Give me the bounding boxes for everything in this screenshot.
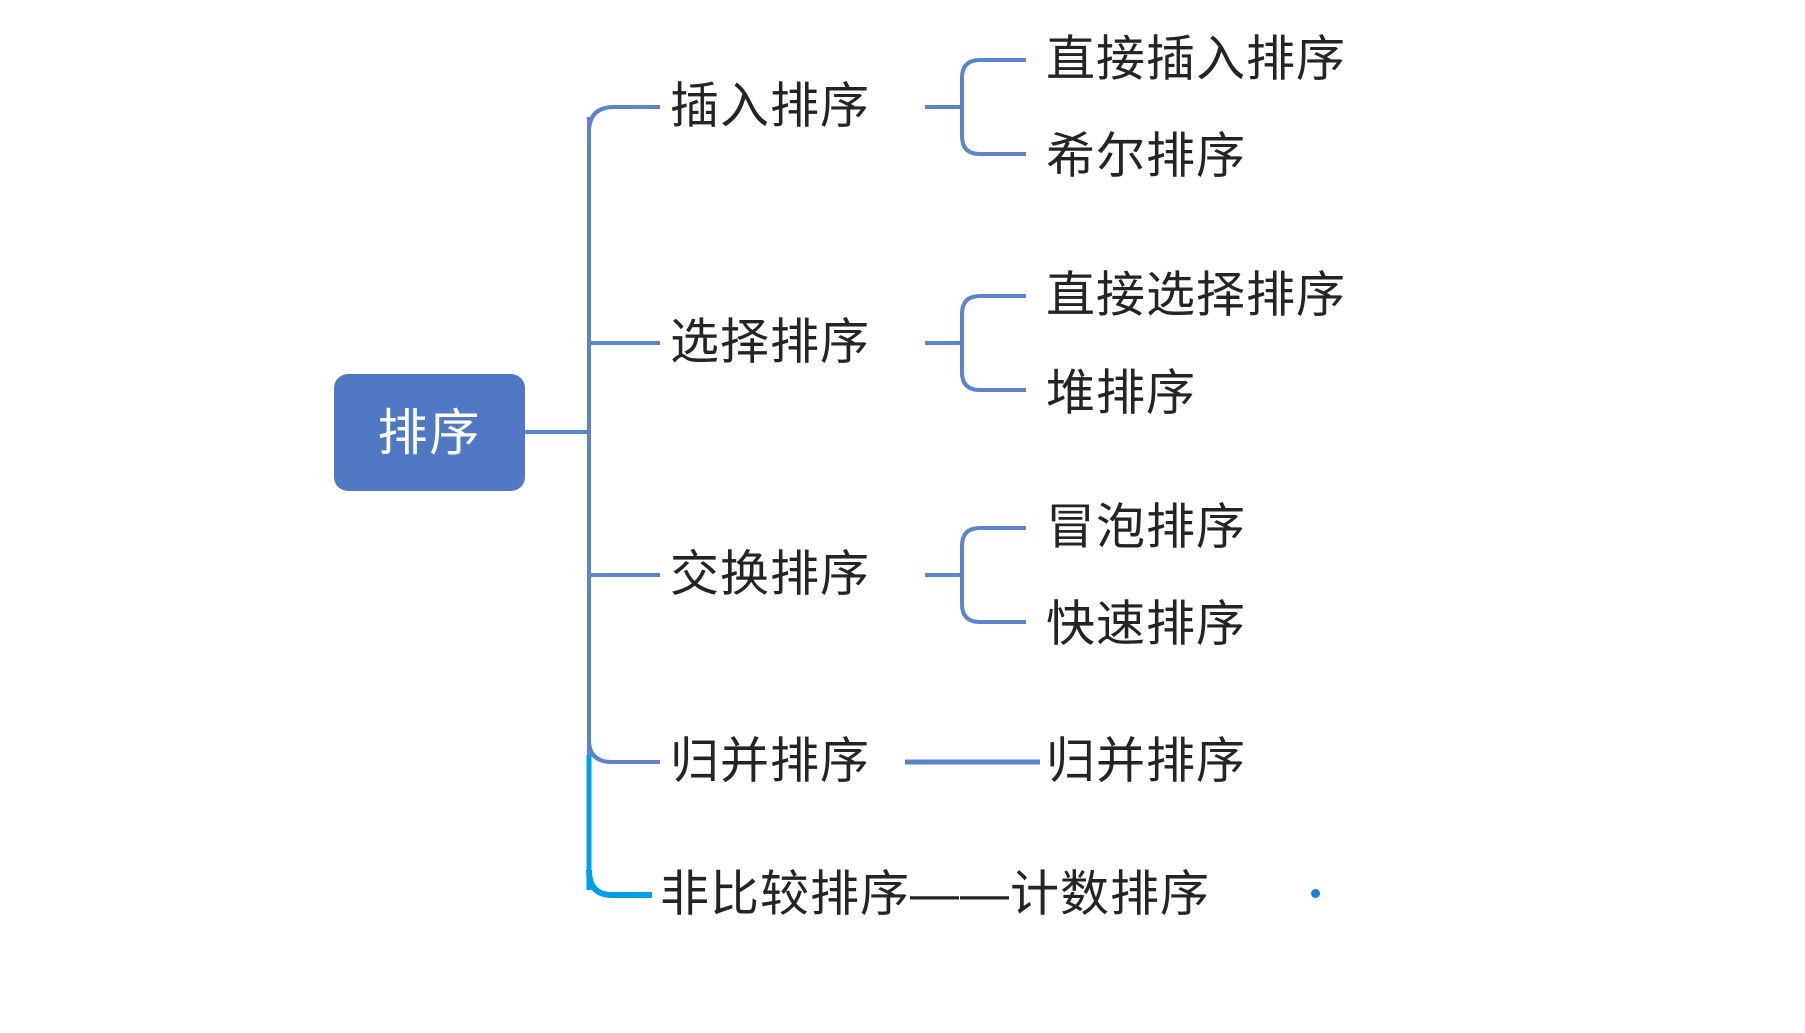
leaf-label-merge-sort[interactable]: 归并排序 — [1046, 734, 1247, 789]
edge-branch-5 — [586, 869, 652, 898]
edge-branch-1 — [587, 105, 660, 133]
edge-branch-3-fork — [960, 526, 1026, 624]
leaf-label-direct-insertion-sort[interactable]: 直接插入排序 — [1046, 32, 1347, 87]
blue-dot-icon — [1311, 889, 1320, 898]
branch-label-exchange-sort[interactable]: 交换排序 — [670, 547, 871, 602]
leaf-label-heap-sort[interactable]: 堆排序 — [1046, 366, 1197, 421]
leaf-label-quick-sort[interactable]: 快速排序 — [1046, 597, 1247, 652]
root-node-label: 排序 — [377, 404, 482, 461]
branch-label-noncomparison-counting-sort[interactable]: 非比较排序——计数排序 — [660, 867, 1211, 922]
branch-label-insertion-sort[interactable]: 插入排序 — [670, 79, 871, 134]
root-node[interactable]: 排序 — [334, 374, 525, 491]
edge-branch-1-fork — [960, 58, 1026, 156]
leaf-label-shell-sort[interactable]: 希尔排序 — [1046, 129, 1247, 184]
edge-branch-4 — [587, 739, 660, 764]
branch-label-merge-sort[interactable]: 归并排序 — [670, 734, 871, 789]
leaf-label-bubble-sort[interactable]: 冒泡排序 — [1046, 500, 1247, 555]
edge-branch-2-fork — [960, 294, 1026, 392]
leaf-label-direct-selection-sort[interactable]: 直接选择排序 — [1046, 268, 1347, 323]
branch-label-selection-sort[interactable]: 选择排序 — [670, 315, 871, 370]
